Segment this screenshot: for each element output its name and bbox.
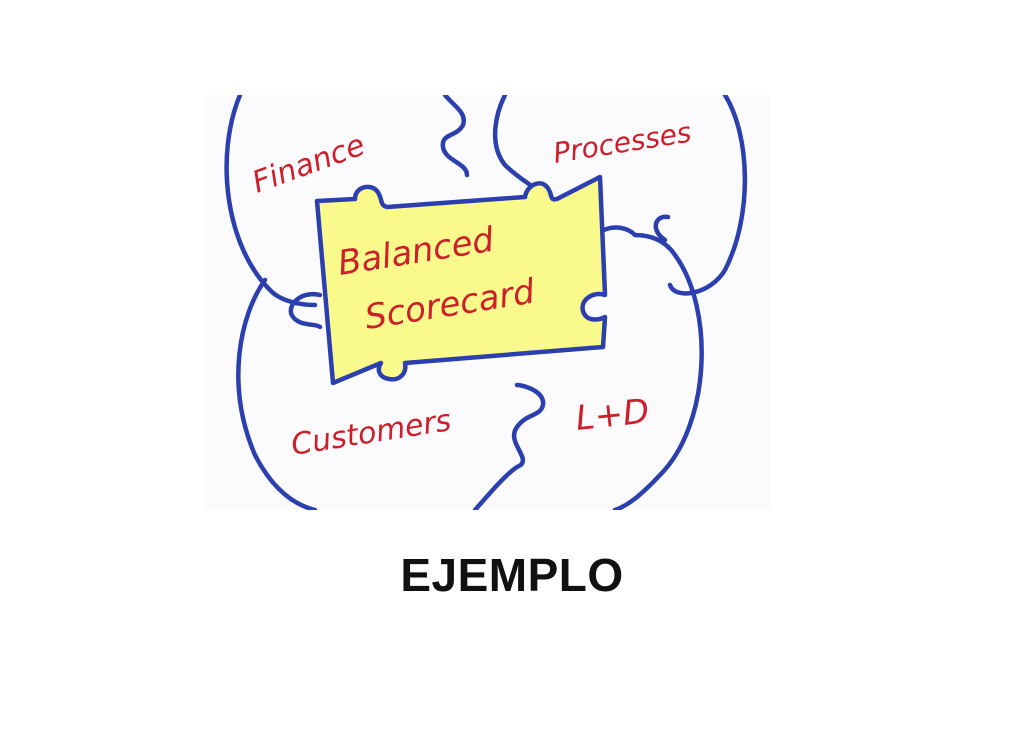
learning-piece-inner [472, 382, 546, 510]
processes-piece-edge [667, 95, 748, 296]
finance-label: Finance [248, 128, 370, 201]
learning-label: L+D [574, 391, 651, 438]
processes-label: Processes [551, 116, 694, 170]
puzzle-illustration: Finance Processes Balanced Scorecard Cus… [224, 95, 748, 510]
customers-label: Customers [289, 403, 454, 463]
slide-caption: EJEMPLO [400, 549, 624, 601]
balanced-scorecard-diagram: Finance Processes Balanced Scorecard Cus… [205, 95, 770, 510]
finance-piece-knob [440, 95, 470, 178]
customers-piece-knob [288, 291, 323, 330]
learning-piece-knob [653, 214, 671, 243]
center-piece [314, 174, 608, 386]
learning-piece [595, 225, 704, 510]
finance-piece [224, 95, 318, 308]
customers-piece [236, 277, 318, 510]
